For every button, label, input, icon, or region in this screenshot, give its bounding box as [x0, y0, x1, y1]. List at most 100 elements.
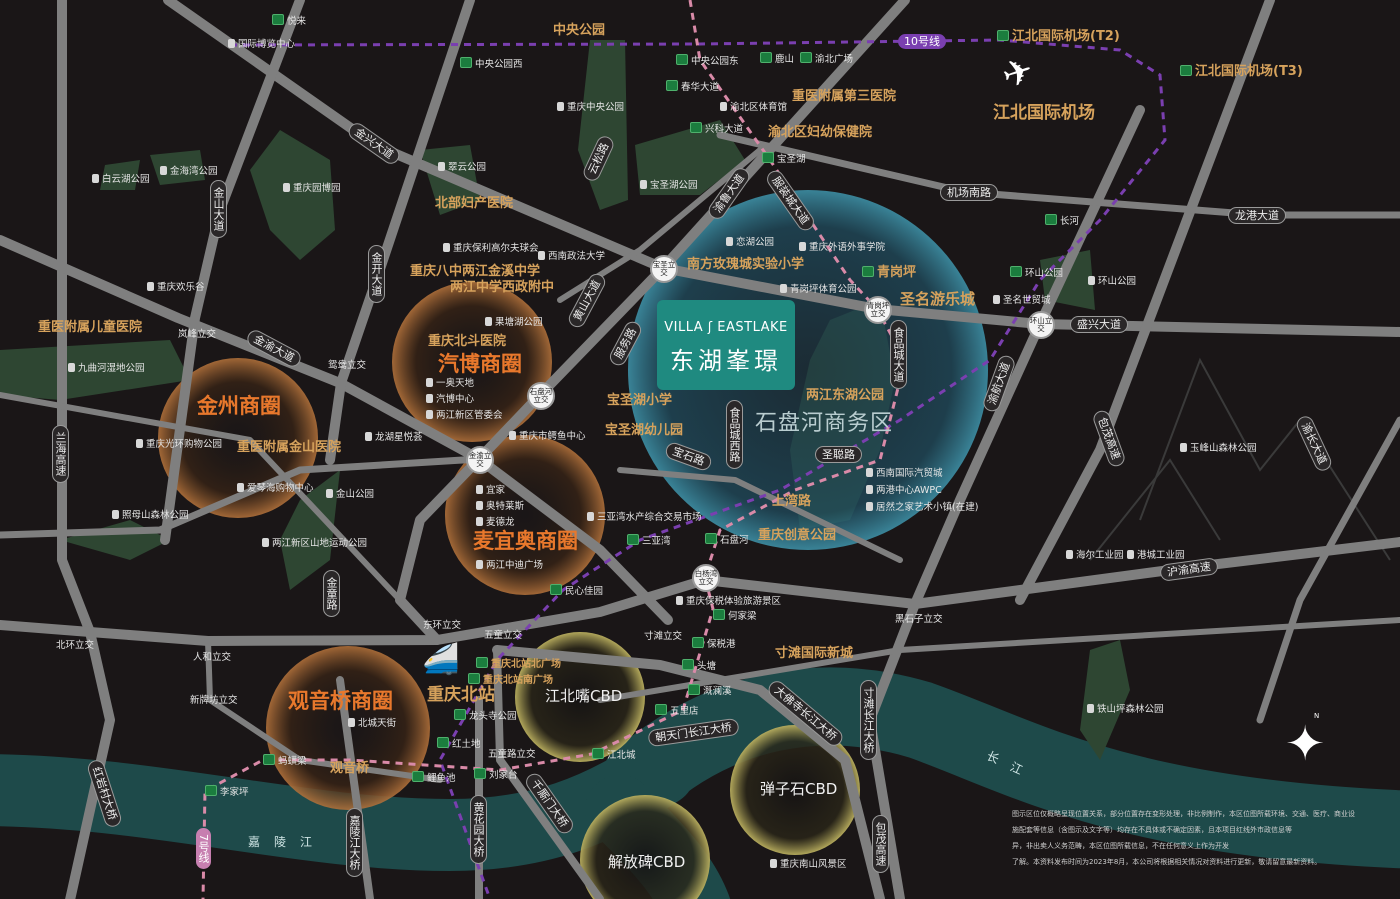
metro-station[interactable]: 渝北广场	[800, 52, 853, 65]
poi-label[interactable]: 重庆光环购物公园	[136, 439, 222, 450]
landmark-label[interactable]: 重庆北站	[427, 687, 495, 704]
metro-station[interactable]: 何家梁	[713, 609, 757, 622]
metro-line-7-label[interactable]: 7号线	[196, 828, 211, 869]
metro-station[interactable]: 三亚湾	[627, 534, 671, 547]
poi-label[interactable]: 居然之家艺术小镇(在建)	[866, 502, 978, 513]
metro-station[interactable]: 红土地	[437, 737, 481, 750]
metro-station[interactable]: 中央公园东	[676, 54, 739, 67]
metro-station[interactable]: 环山公园	[1010, 266, 1063, 279]
metro-station[interactable]: 石盘河	[705, 533, 749, 546]
poi-label[interactable]: 重庆保利高尔夫球会	[443, 243, 539, 254]
poi-label[interactable]: 青岗坪体育公园	[780, 284, 857, 295]
metro-station[interactable]: 江北城	[592, 748, 636, 761]
poi-label[interactable]: 北城天街	[348, 718, 396, 729]
poi-label[interactable]: 爱琴海购物中心	[237, 483, 314, 494]
metro-station[interactable]: 宝圣湖	[762, 152, 806, 165]
landmark-label[interactable]: 观音桥	[330, 762, 369, 775]
poi-label[interactable]: 三亚湾水产综合交易市场	[587, 512, 702, 523]
poi-label[interactable]: 白云湖公园	[92, 174, 150, 185]
interchange-node[interactable]: 石盘河立交	[527, 382, 555, 410]
landmark-label[interactable]: 江北国际机场(T3)	[1180, 65, 1303, 78]
landmark-label[interactable]: 中央公园	[553, 24, 605, 37]
metro-station[interactable]: 保税港	[692, 637, 736, 650]
poi-label[interactable]: 西南国际汽贸城	[866, 468, 943, 479]
poi-label[interactable]: 汽博中心	[426, 394, 474, 405]
poi-label[interactable]: 果塘湖公园	[485, 317, 543, 328]
project-logo[interactable]: VILLA ʃ EASTLAKE 东湖峯璟	[657, 300, 795, 390]
landmark-label[interactable]: 圣名游乐城	[900, 292, 975, 307]
landmark-label[interactable]: 宝圣湖幼儿园	[605, 424, 683, 437]
landmark-label[interactable]: 重庆北站南广场	[468, 673, 553, 686]
metro-station[interactable]: 龙头寺公园	[454, 709, 517, 722]
poi-label[interactable]: 奥特莱斯	[476, 501, 524, 512]
poi-label[interactable]: 铁山坪森林公园	[1087, 704, 1164, 715]
metro-station[interactable]: 李家坪	[205, 785, 249, 798]
poi-label[interactable]: 两江新区山地运动公园	[262, 538, 367, 549]
poi-label[interactable]: 九曲河湿地公园	[68, 363, 145, 374]
landmark-label[interactable]: 上湾路	[772, 495, 811, 508]
poi-label[interactable]: 金山公园	[326, 489, 374, 500]
poi-label[interactable]: 港城工业园	[1127, 550, 1185, 561]
landmark-label[interactable]: 寸滩国际新城	[775, 647, 853, 660]
landmark-label[interactable]: 渝北区妇幼保健院	[768, 126, 872, 139]
interchange-node[interactable]: 宝圣立交	[650, 255, 678, 283]
poi-label[interactable]: 重庆外语外事学院	[799, 242, 885, 253]
poi-label[interactable]: 翠云公园	[438, 162, 486, 173]
poi-label[interactable]: 两江中迪广场	[476, 560, 543, 571]
metro-station[interactable]: 刘家台	[474, 768, 518, 781]
landmark-label[interactable]: 重庆北站北广场	[476, 657, 561, 670]
landmark-label[interactable]: 两江东湖公园	[806, 389, 884, 402]
metro-station[interactable]: 民心佳园	[550, 584, 603, 597]
poi-label[interactable]: 两港中心AWPC	[866, 485, 942, 496]
metro-station[interactable]: 五里店	[655, 704, 699, 717]
metro-station[interactable]: 长河	[1045, 214, 1079, 227]
landmark-label[interactable]: 宝圣湖小学	[607, 394, 672, 407]
landmark-label[interactable]: 重庆创意公园	[758, 529, 836, 542]
landmark-label[interactable]: 重医附属第三医院	[792, 90, 896, 103]
poi-label[interactable]: 重庆欢乐谷	[147, 282, 205, 293]
metro-station[interactable]: 悦来	[272, 14, 306, 27]
poi-label[interactable]: 恋湖公园	[726, 237, 774, 248]
metro-station[interactable]: 蚂蟥梁	[263, 754, 307, 767]
poi-label[interactable]: 宜家	[476, 485, 505, 496]
interchange-node[interactable]: 白杨湾立交	[692, 564, 720, 592]
metro-line-10-label[interactable]: 10号线	[898, 34, 946, 49]
landmark-label[interactable]: 重医附属金山医院	[237, 441, 341, 454]
metro-station[interactable]: 鹿山	[760, 52, 794, 65]
poi-label[interactable]: 重庆保税体验旅游景区	[676, 596, 781, 607]
interchange-node[interactable]: 环山立交	[1027, 311, 1055, 339]
metro-station[interactable]: 春华大道	[666, 80, 719, 93]
poi-label[interactable]: 重庆园博园	[283, 183, 341, 194]
poi-label[interactable]: 环山公园	[1088, 276, 1136, 287]
poi-label[interactable]: 龙湖星悦荟	[365, 432, 423, 443]
metro-station[interactable]: 兴科大道	[690, 122, 743, 135]
landmark-label[interactable]: 两江中学西政附中	[450, 281, 554, 294]
poi-label[interactable]: 圣名世贸城	[993, 295, 1051, 306]
poi-label[interactable]: 重庆中央公园	[557, 102, 624, 113]
poi-label[interactable]: 一奥天地	[426, 378, 474, 389]
poi-label[interactable]: 重庆市鳄鱼中心	[509, 431, 586, 442]
poi-label[interactable]: 海尔工业园	[1066, 550, 1124, 561]
landmark-label[interactable]: 重医附属儿童医院	[38, 321, 142, 334]
landmark-label[interactable]: 江北国际机场	[993, 105, 1095, 122]
metro-station[interactable]: 溉澜溪	[688, 684, 732, 697]
poi-label[interactable]: 照母山森林公园	[112, 510, 189, 521]
interchange-node[interactable]: 金渝立交	[466, 446, 494, 474]
poi-label[interactable]: 宝圣湖公园	[640, 180, 698, 191]
poi-label[interactable]: 国际博览中心	[228, 39, 295, 50]
poi-label[interactable]: 重庆南山风景区	[770, 859, 847, 870]
metro-station[interactable]: 鲤鱼池	[412, 771, 456, 784]
landmark-label[interactable]: 南方玫瑰城实验小学	[687, 258, 804, 271]
poi-label[interactable]: 玉峰山森林公园	[1180, 443, 1257, 454]
metro-station[interactable]: 中央公园西	[460, 57, 523, 70]
landmark-label[interactable]: 重庆八中两江金溪中学	[410, 265, 540, 278]
poi-label[interactable]: 两江新区管委会	[426, 410, 503, 421]
landmark-label[interactable]: 重庆北斗医院	[428, 335, 506, 348]
metro-station[interactable]: 头塘	[682, 659, 716, 672]
poi-label[interactable]: 西南政法大学	[538, 251, 605, 262]
interchange-node[interactable]: 青岗坪立交	[864, 296, 892, 324]
landmark-label[interactable]: 青岗坪	[862, 266, 916, 279]
poi-label[interactable]: 麦德龙	[476, 517, 515, 528]
landmark-label[interactable]: 江北国际机场(T2)	[997, 30, 1120, 43]
